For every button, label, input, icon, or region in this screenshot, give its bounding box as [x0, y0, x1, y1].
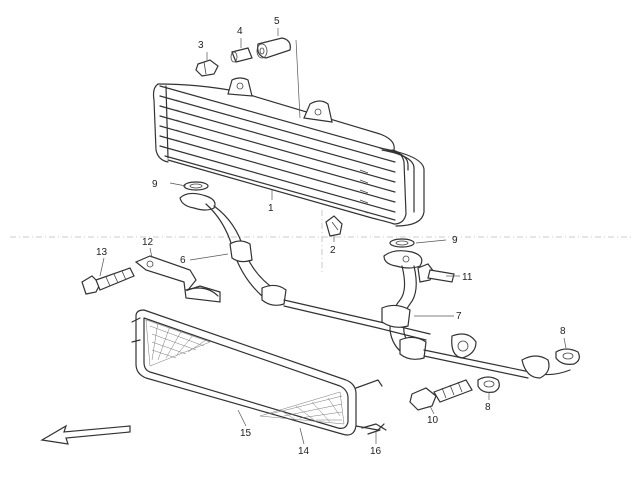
- callout-13: 13: [96, 247, 108, 258]
- callout-6: 6: [180, 255, 186, 266]
- bolt-part-3[interactable]: [195, 59, 219, 77]
- clip-part-2[interactable]: [325, 215, 343, 237]
- callout-9-left: 9: [152, 179, 158, 190]
- callout-10: 10: [427, 415, 439, 426]
- cooler-bracket-left: [227, 77, 253, 97]
- callout-7: 7: [456, 311, 462, 322]
- callout-8-lower: 8: [485, 402, 491, 413]
- gasket-part-9-right[interactable]: [389, 238, 415, 248]
- cooler-bracket-right: [303, 100, 333, 123]
- callout-5: 5: [274, 16, 280, 27]
- callout-2: 2: [330, 245, 336, 256]
- callout-9-right: 9: [452, 235, 458, 246]
- union-bolt-part-10[interactable]: [409, 379, 473, 411]
- callout-12: 12: [142, 237, 154, 248]
- callout-8-right: 8: [560, 326, 566, 337]
- callout-15: 15: [240, 428, 252, 439]
- gasket-part-9-left[interactable]: [183, 181, 209, 191]
- guard-mesh-lower: [259, 391, 345, 425]
- oil-hose-left-part-6[interactable]: [179, 192, 477, 359]
- callout-14: 14: [298, 446, 310, 457]
- bracket-part-12[interactable]: [134, 255, 221, 303]
- callout-4: 4: [237, 26, 243, 37]
- callout-16: 16: [370, 446, 382, 457]
- callout-1: 1: [268, 203, 274, 214]
- cooler-guard-part-14[interactable]: [131, 309, 385, 436]
- washer-part-8-right[interactable]: [555, 348, 580, 365]
- guard-mesh-upper: [145, 319, 211, 367]
- front-direction-arrow-icon: [40, 424, 131, 445]
- bolt-part-13[interactable]: [81, 267, 135, 295]
- grommet-part-5[interactable]: [256, 37, 291, 59]
- oil-hose-right-part-7[interactable]: [381, 250, 571, 379]
- washer-part-8-lower[interactable]: [477, 376, 500, 393]
- callout-3: 3: [198, 40, 204, 51]
- bolt-part-11[interactable]: [417, 263, 455, 283]
- collar-part-4[interactable]: [230, 47, 253, 63]
- leader-lines: [99, 28, 567, 445]
- clip-part-16[interactable]: [361, 423, 387, 435]
- callout-11: 11: [462, 272, 473, 283]
